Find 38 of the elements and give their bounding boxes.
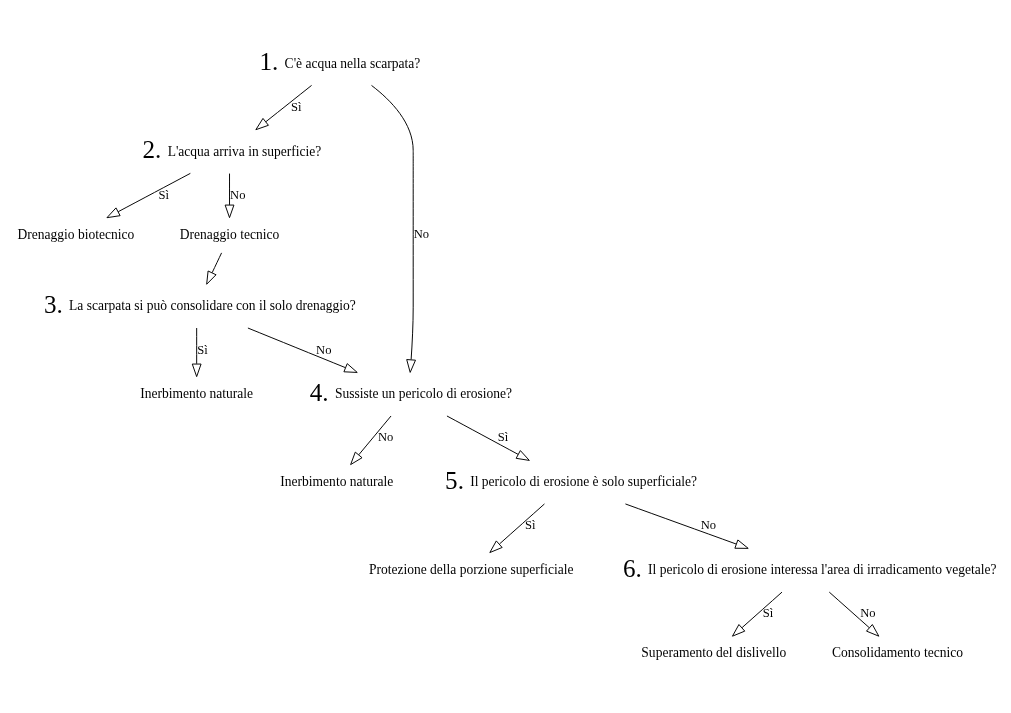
- edge-label: Sì: [762, 606, 774, 621]
- node-text: 4. Sussiste un pericolo di erosione?: [309, 378, 513, 406]
- node-text: Drenaggio tecnico: [179, 226, 280, 242]
- arrow: [206, 252, 223, 285]
- arrow: [191, 327, 202, 378]
- arrow: [446, 415, 530, 461]
- arrow: [828, 591, 880, 637]
- arrow: [371, 84, 416, 373]
- node-text: 3. La scarpata si può consolidare con il solo drenaggio?: [43, 290, 356, 318]
- edge-label: Sì: [497, 430, 509, 445]
- node-text: Superamento del dislivello: [641, 645, 787, 661]
- node-text: Consolidamento tecnico: [831, 645, 963, 661]
- arrow: [255, 84, 313, 131]
- node-text: Inerbimento naturale: [280, 473, 394, 489]
- arrow: [731, 591, 783, 637]
- edge-label: No: [377, 430, 394, 445]
- arrow: [224, 173, 235, 219]
- node-text: 1. C'è acqua nella scarpata?: [259, 48, 421, 76]
- node-text: Drenaggio biotecnico: [17, 226, 135, 242]
- edge-label: No: [413, 227, 430, 242]
- edge-label: No: [860, 606, 876, 621]
- edge-label: Sì: [197, 342, 208, 357]
- node-text: Inerbimento naturale: [140, 385, 254, 401]
- edge-label: No: [316, 342, 332, 357]
- edge-label: Sì: [290, 99, 302, 114]
- edge-label: No: [700, 518, 717, 533]
- arrow: [350, 415, 392, 466]
- node-text: 5. Il pericolo di erosione è solo superficiale?: [445, 466, 697, 494]
- arrow: [489, 503, 545, 554]
- edge-label: Sì: [524, 518, 536, 533]
- edge-label: Sì: [158, 187, 170, 202]
- arrow: [247, 327, 358, 373]
- node-text: 2. L'acqua arriva in superficie?: [142, 136, 322, 164]
- node-text: Protezione della porzione superficiale: [368, 561, 574, 577]
- edge-label: No: [230, 187, 246, 202]
- node-text: 6. Il pericolo di erosione interessa l'area di irradicamento vegetale?: [622, 554, 997, 582]
- arrow: [624, 503, 749, 549]
- arrow: [106, 172, 191, 219]
